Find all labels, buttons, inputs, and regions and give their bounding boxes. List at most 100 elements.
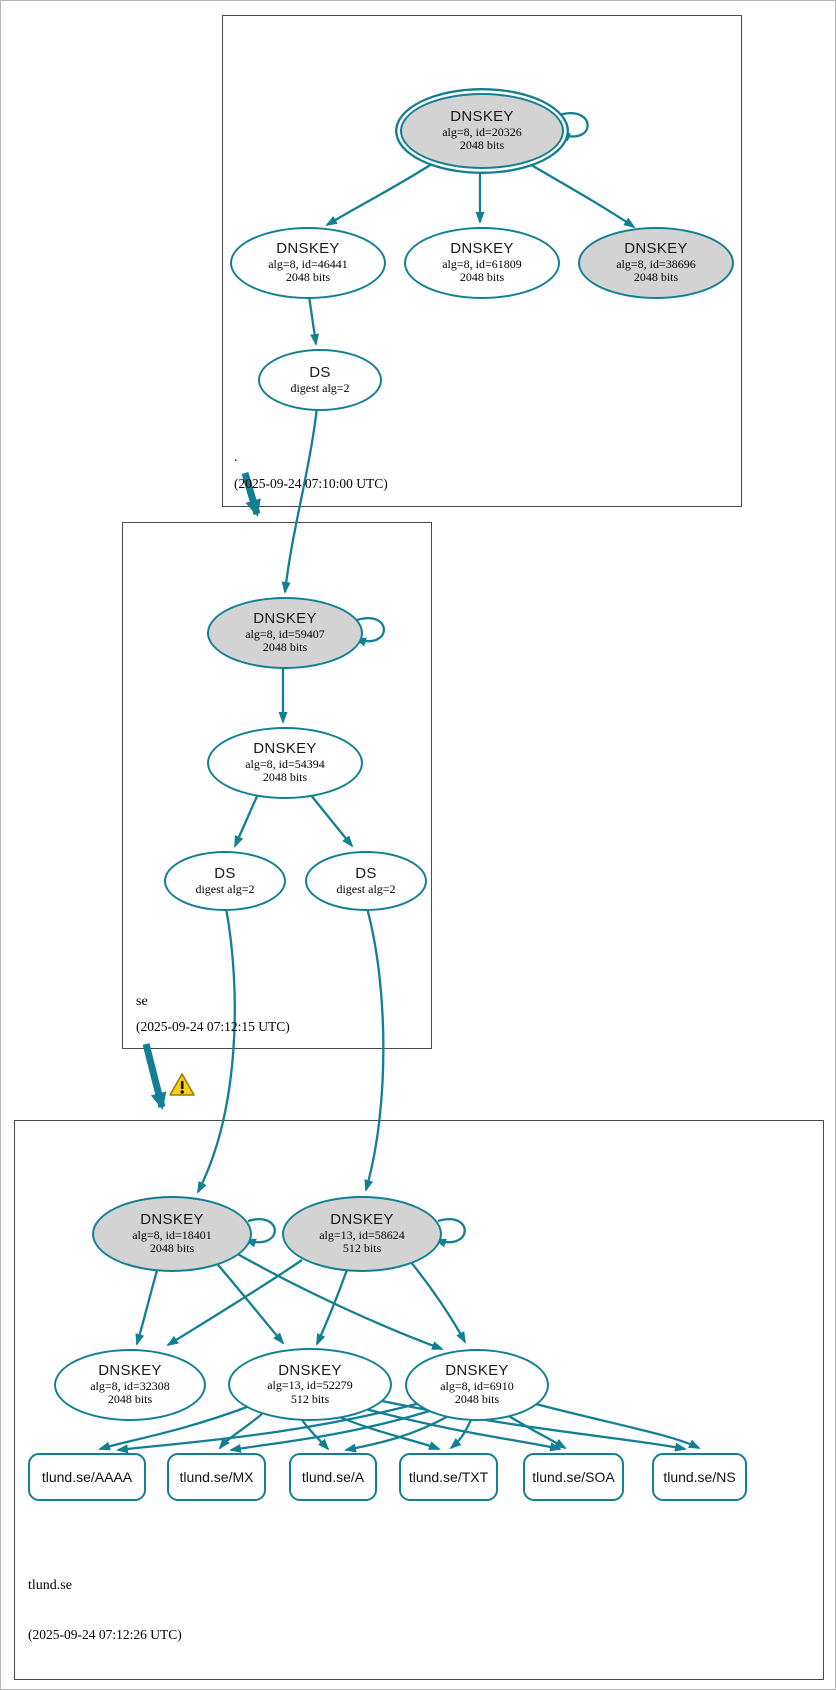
ds-title: DS	[355, 864, 377, 882]
dnskey-detail: alg=8, id=38696	[616, 256, 696, 271]
dnskey-node-61809[interactable]: DNSKEY alg=8, id=61809 2048 bits	[404, 227, 560, 299]
dnskey-bits: 2048 bits	[107, 1392, 153, 1407]
edge-key6910-soa	[501, 1411, 567, 1450]
edge-ksk20326-key46441	[325, 159, 439, 227]
rrset-node-a[interactable]: tlund.se/A	[289, 1453, 377, 1501]
zone-timestamp-tlund-se: (2025-09-24 07:12:26 UTC)	[28, 1627, 182, 1642]
self-loop-ksk58624	[434, 1218, 466, 1248]
edge-key52279-soa	[357, 1405, 562, 1452]
dnskey-node-46441[interactable]: DNSKEY alg=8, id=46441 2048 bits	[230, 227, 386, 299]
edge-ksk18401-key6910	[233, 1250, 444, 1351]
edge-key52279-aaaa	[98, 1405, 248, 1451]
zone-label-se: se	[136, 994, 148, 1009]
edge-ksk18401-key52279	[212, 1258, 285, 1345]
dnskey-bits: 2048 bits	[262, 640, 308, 655]
self-loop-ksk59407	[354, 617, 385, 647]
dnskey-title: DNSKEY	[140, 1211, 204, 1229]
rrset-node-soa[interactable]: tlund.se/SOA	[523, 1453, 624, 1501]
zone-label-root: .	[234, 450, 238, 465]
dnskey-node-58624[interactable]: DNSKEY alg=13, id=58624 512 bits	[282, 1196, 442, 1272]
edge-ksk18401-key32308	[135, 1266, 160, 1346]
dnskey-node-59407[interactable]: DNSKEY alg=8, id=59407 2048 bits	[207, 597, 363, 669]
zone-box-se	[122, 522, 432, 1049]
ds-node-se-right[interactable]: DS digest alg=2	[305, 851, 427, 911]
dnskey-node-54394[interactable]: DNSKEY alg=8, id=54394 2048 bits	[207, 727, 363, 799]
ds-node-root[interactable]: DS digest alg=2	[258, 349, 382, 411]
dnskey-node-6910[interactable]: DNSKEY alg=8, id=6910 2048 bits	[405, 1349, 549, 1421]
ds-node-se-left[interactable]: DS digest alg=2	[164, 851, 286, 911]
rrset-node-txt[interactable]: tlund.se/TXT	[399, 1453, 498, 1501]
edge-key52279-mx	[218, 1413, 263, 1450]
warning-icon	[169, 1073, 195, 1096]
edge-ds-se-left-ksk18401	[196, 907, 236, 1194]
zone-box-root	[222, 15, 742, 507]
dnskey-bits: 2048 bits	[285, 270, 331, 285]
edge-ksk20326-key38696	[520, 158, 636, 229]
dnskey-title: DNSKEY	[624, 240, 688, 258]
zone-label-tlund-se: tlund.se	[28, 1578, 72, 1593]
dnskey-detail: alg=8, id=20326	[442, 124, 522, 139]
rrset-label: tlund.se/A	[301, 1469, 365, 1485]
zone-box-tlund-se	[14, 1120, 824, 1680]
edge-ksk58624-key52279	[315, 1266, 350, 1346]
dnskey-title: DNSKEY	[98, 1362, 162, 1380]
dnskey-bits: 2048 bits	[262, 770, 308, 785]
dnskey-bits: 512 bits	[342, 1241, 382, 1256]
edge-key54394-ds-se-left	[233, 793, 260, 848]
rrset-node-ns[interactable]: tlund.se/NS	[652, 1453, 747, 1501]
dnskey-detail: alg=8, id=46441	[268, 256, 348, 271]
dnskey-node-32308[interactable]: DNSKEY alg=8, id=32308 2048 bits	[54, 1349, 206, 1421]
ds-detail: digest alg=2	[195, 881, 255, 896]
edge-ksk58624-key6910	[409, 1260, 467, 1344]
dnskey-node-38696[interactable]: DNSKEY alg=8, id=38696 2048 bits	[578, 227, 734, 299]
edge-key6910-aaaa	[116, 1400, 425, 1454]
dnskey-detail: alg=8, id=32308	[90, 1378, 170, 1393]
edge-ds-root-ksk59407	[281, 406, 319, 594]
ds-detail: digest alg=2	[336, 881, 396, 896]
dnskey-node-20326[interactable]: DNSKEY alg=8, id=20326 2048 bits	[400, 93, 564, 169]
dnskey-title: DNSKEY	[253, 740, 317, 758]
dnskey-detail: alg=8, id=6910	[440, 1378, 514, 1393]
rrset-node-mx[interactable]: tlund.se/MX	[167, 1453, 266, 1501]
rrset-label: tlund.se/SOA	[532, 1469, 615, 1485]
delegation-root-to-se	[241, 472, 261, 517]
dnskey-detail: alg=8, id=54394	[245, 756, 325, 771]
dnskey-node-52279[interactable]: DNSKEY alg=13, id=52279 512 bits	[228, 1348, 392, 1421]
zone-timestamp-root: (2025-09-24 07:10:00 UTC)	[234, 476, 388, 491]
dnskey-bits: 2048 bits	[633, 270, 679, 285]
edge-key6910-a	[344, 1413, 453, 1453]
edge-key6910-ns	[527, 1400, 701, 1450]
edge-ds-se-right-ksk58624	[364, 907, 385, 1192]
dnskey-title: DNSKEY	[450, 108, 514, 126]
dnskey-detail: alg=8, id=59407	[245, 626, 325, 641]
delegation-se-to-tlund-se	[142, 1043, 167, 1110]
ds-title: DS	[309, 363, 331, 381]
dnskey-detail: alg=13, id=58624	[319, 1227, 405, 1242]
rrset-label: tlund.se/NS	[663, 1469, 736, 1485]
dnskey-title: DNSKEY	[445, 1362, 509, 1380]
rrset-label: tlund.se/TXT	[408, 1469, 489, 1485]
dnskey-bits: 2048 bits	[459, 138, 505, 153]
dnskey-title: DNSKEY	[278, 1361, 342, 1379]
dnskey-detail: alg=13, id=52279	[267, 1378, 353, 1393]
edge-key6910-mx	[229, 1407, 437, 1453]
dnskey-detail: alg=8, id=18401	[132, 1227, 212, 1242]
edge-key46441-ds-root	[307, 295, 320, 346]
dnskey-title: DNSKEY	[330, 1211, 394, 1229]
rrset-label: tlund.se/AAAA	[41, 1469, 133, 1485]
dnskey-bits: 2048 bits	[149, 1241, 195, 1256]
dnskey-title: DNSKEY	[450, 240, 514, 258]
self-loop-ksk20326	[558, 112, 589, 142]
dnskey-title: DNSKEY	[276, 240, 340, 258]
self-loop-ksk18401	[244, 1218, 276, 1248]
dnskey-detail: alg=8, id=61809	[442, 256, 522, 271]
rrset-node-aaaa[interactable]: tlund.se/AAAA	[28, 1453, 146, 1501]
dnskey-bits: 2048 bits	[454, 1392, 500, 1407]
dnskey-node-18401[interactable]: DNSKEY alg=8, id=18401 2048 bits	[92, 1196, 252, 1272]
dnskey-title: DNSKEY	[253, 610, 317, 628]
ds-title: DS	[214, 864, 236, 882]
edge-ksk58624-key32308	[166, 1259, 303, 1347]
dnskey-bits: 2048 bits	[459, 270, 505, 285]
